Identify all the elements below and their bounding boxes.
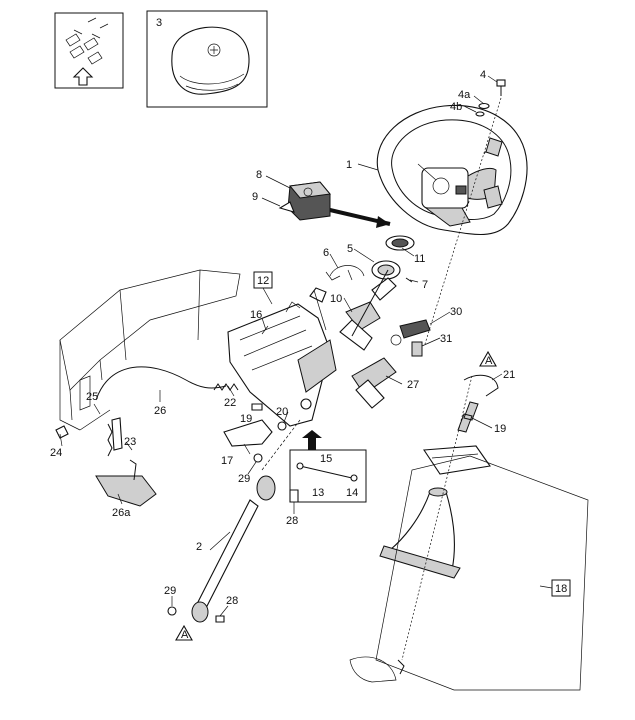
label-31: 31 <box>440 333 452 345</box>
label-2: 2 <box>196 541 202 553</box>
label-23: 23 <box>124 436 136 448</box>
label-7: 7 <box>422 279 428 291</box>
label-28-upper: 28 <box>286 515 298 527</box>
fasteners <box>55 403 299 623</box>
label-27: 27 <box>407 379 419 391</box>
label-1: 1 <box>346 159 352 171</box>
column-switch-module <box>278 181 391 228</box>
column-mounting-bracket <box>227 287 337 427</box>
label-17: 17 <box>221 455 233 467</box>
label-13: 13 <box>312 487 324 499</box>
label-19-right: 19 <box>494 423 506 435</box>
marker-a-triangle <box>175 624 193 641</box>
label-30: 30 <box>450 306 462 318</box>
ignition-lock <box>351 357 397 409</box>
label-24: 24 <box>50 447 62 459</box>
label-21: 21 <box>503 369 515 381</box>
label-29-upper: 29 <box>238 473 250 485</box>
label-20: 20 <box>276 406 288 418</box>
label-6: 6 <box>323 247 329 259</box>
label-26: 26 <box>154 405 166 417</box>
release-cable <box>95 366 227 401</box>
label-16: 16 <box>250 309 262 321</box>
orientation-inset <box>54 12 124 89</box>
wheel-bolt <box>424 79 506 345</box>
label-5: 5 <box>347 243 353 255</box>
marker-a-bottom: A <box>181 629 189 641</box>
intermediate-shaft <box>191 419 301 623</box>
up-arrow-icon <box>72 67 94 86</box>
release-pedal <box>95 417 157 507</box>
label-8: 8 <box>256 169 262 181</box>
tunnel-outline <box>375 455 589 691</box>
label-3: 3 <box>156 17 162 29</box>
label-26a: 26a <box>112 507 131 519</box>
label-10: 10 <box>330 293 342 305</box>
label-4a: 4a <box>458 89 471 101</box>
label-25: 25 <box>86 391 98 403</box>
label-29-lower: 29 <box>164 585 176 597</box>
label-19-upper: 19 <box>240 413 252 425</box>
label-11: 11 <box>414 253 425 265</box>
shift-boot-assembly <box>349 374 499 683</box>
label-18: 18 <box>555 583 567 595</box>
label-12: 12 <box>257 275 269 287</box>
ignition-key <box>390 319 431 357</box>
label-28-lower: 28 <box>226 595 238 607</box>
lower-bracket <box>223 419 273 447</box>
label-14: 14 <box>346 487 358 499</box>
label-9: 9 <box>252 191 258 203</box>
marker-a-top: A <box>485 355 493 367</box>
detail-inset <box>289 430 367 503</box>
leader-lines <box>59 75 553 617</box>
clock-spring <box>325 235 415 283</box>
label-4: 4 <box>480 69 486 81</box>
steering-wheel <box>376 104 528 235</box>
dashboard-structure <box>59 269 241 431</box>
column-housing <box>339 269 397 351</box>
label-4b: 4b <box>450 101 462 113</box>
inset-steering-pad <box>146 10 268 108</box>
label-15: 15 <box>320 453 332 465</box>
label-22: 22 <box>224 397 236 409</box>
marker-a-triangle <box>479 350 497 367</box>
tension-spring <box>213 383 239 391</box>
